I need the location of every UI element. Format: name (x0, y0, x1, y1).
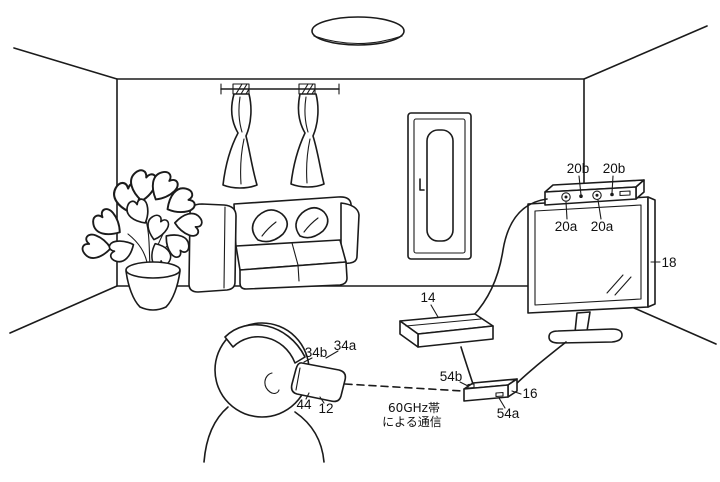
game-console (399, 304, 494, 348)
floor-edges (9, 285, 717, 345)
tv (527, 196, 661, 344)
comm-dashed-line (344, 383, 464, 392)
camera-lens-right (592, 190, 602, 201)
mic-dot-left (579, 194, 583, 198)
window (220, 83, 340, 189)
console-side (399, 320, 419, 348)
camera-bar-leaders (565, 175, 614, 220)
cable-bar-to-console (472, 198, 548, 317)
camera-lens-left (561, 192, 571, 202)
cable-tv-to-relay (512, 341, 567, 388)
shoulder-right (294, 411, 325, 463)
camera-lens-right-center (595, 193, 599, 197)
curtain-right (290, 93, 325, 188)
caption-60ghz-line1: 60GHz帯 (388, 401, 440, 415)
couch-right-arm (340, 202, 360, 265)
label-16: 16 (522, 386, 537, 401)
antenna-54b (467, 383, 475, 389)
door-panel (426, 129, 454, 242)
antenna-54a (495, 391, 504, 398)
couch-pillow-left-fold (261, 221, 277, 237)
curtain-left (222, 93, 258, 189)
door (407, 112, 472, 260)
hmd-body (290, 362, 347, 403)
label-14: 14 (420, 290, 436, 305)
curtain-right-folds (304, 96, 311, 184)
label-54a: 54a (497, 406, 520, 421)
relay-front (463, 384, 509, 402)
curtain-header-right-hatch (301, 83, 316, 95)
label-20b-right: 20b (603, 161, 626, 176)
couch-seat-front (239, 261, 348, 290)
curtain-rod-finials (220, 83, 340, 95)
wireless-link (344, 383, 464, 392)
ceiling-light-base (313, 35, 403, 45)
couch-left-arm-edge (223, 206, 226, 289)
hmd-band (224, 323, 306, 364)
relay-leaders (459, 381, 522, 409)
leader-14 (430, 304, 439, 318)
door-handle (419, 178, 425, 191)
plant-leaf (172, 211, 204, 238)
couch-cushion-divider (291, 242, 300, 282)
reference-labels: 18 14 16 20b 20b 20a 20a 54b 54a 34a 34b… (296, 161, 676, 429)
tv-side (647, 196, 656, 308)
label-20a-right: 20a (591, 219, 614, 234)
couch-pillow-left (251, 209, 289, 243)
ear (264, 372, 280, 395)
camera-bar-port (619, 190, 631, 197)
tv-stand-base (548, 328, 623, 344)
plant-pot-rim (125, 261, 181, 279)
label-34a: 34a (334, 338, 357, 353)
caption-60ghz-line2: による通信 (382, 415, 442, 429)
couch-pillow-right-fold (303, 217, 319, 233)
label-34b: 34b (305, 345, 328, 360)
ceiling-light (311, 16, 405, 46)
label-54b: 54b (440, 369, 463, 384)
relay-box (459, 378, 522, 409)
label-18: 18 (661, 255, 676, 270)
label-20b-left: 20b (567, 161, 590, 176)
couch (188, 196, 360, 293)
camera-lens-left-center (564, 195, 568, 199)
hmd-front-edge (295, 367, 301, 391)
plant-leaf (80, 232, 113, 261)
camera-bar (544, 175, 645, 220)
tv-screen (534, 204, 642, 306)
door-frame-outer (407, 112, 472, 260)
console-seam (405, 318, 482, 327)
tv-stand-neck (574, 311, 591, 333)
plant (80, 167, 204, 311)
hmd-leaders (303, 350, 339, 404)
curtain-header-left-hatch (235, 83, 250, 95)
cable-console-to-relay (460, 346, 474, 385)
tv-screen-reflection (606, 274, 632, 296)
plant-pot-body (125, 270, 181, 311)
door-frame-inner (413, 118, 466, 254)
tv-front (527, 196, 649, 314)
label-20a-left: 20a (555, 219, 578, 234)
mic-dot-right (610, 192, 614, 197)
plant-leaf (104, 233, 139, 266)
ceiling-light-rim (311, 16, 405, 46)
label-44: 44 (296, 397, 312, 412)
shoulder-left (203, 406, 229, 463)
label-12: 12 (318, 401, 333, 416)
curtain-left-folds (238, 96, 245, 185)
ceiling-edges (13, 25, 708, 80)
person (203, 322, 347, 463)
